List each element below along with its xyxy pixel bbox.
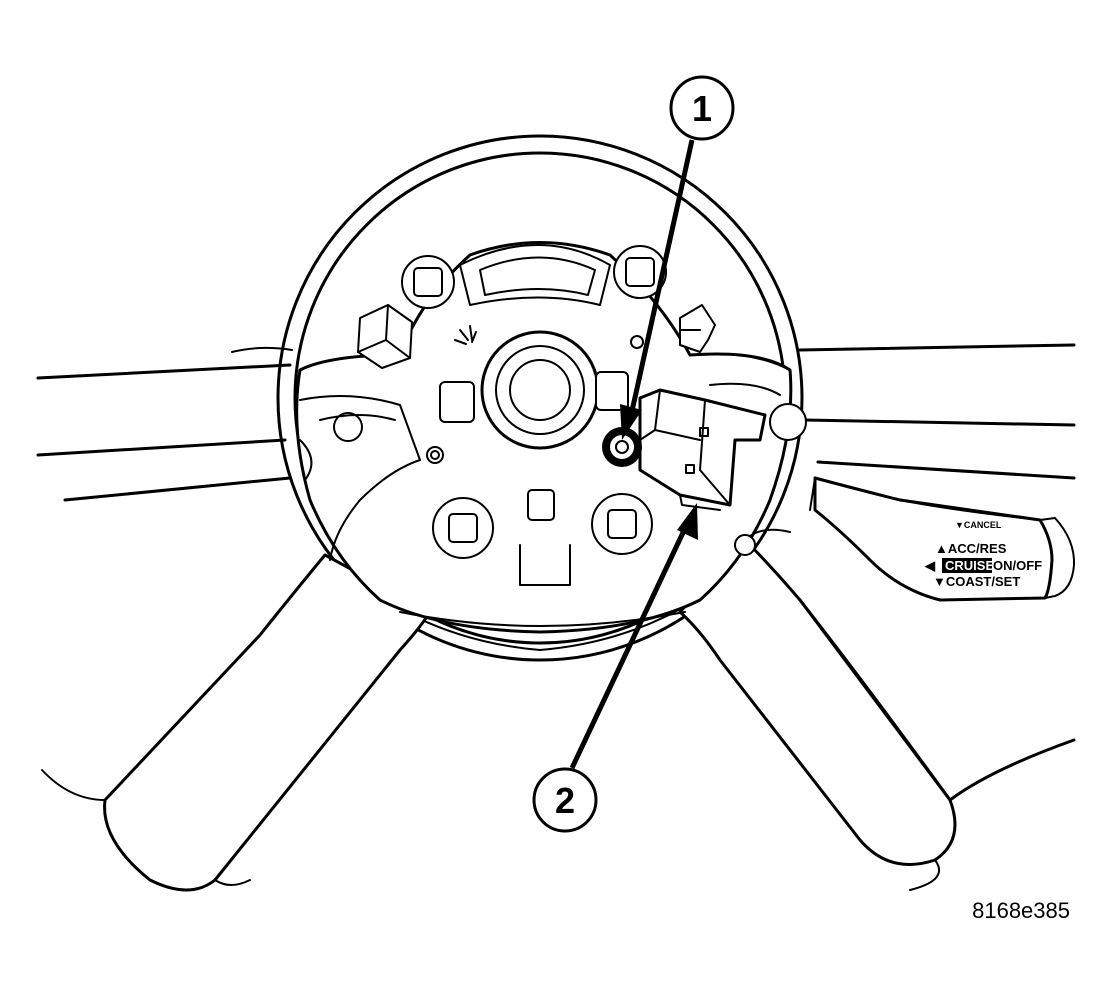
callout-1-label: 1 <box>692 88 712 129</box>
left-arrow-label: ◀ <box>924 558 936 573</box>
center-hub <box>480 330 600 450</box>
callout-1: 1 <box>669 75 735 141</box>
right-side-knob <box>769 403 807 441</box>
cruise-control-lever <box>734 476 1076 602</box>
coast-set-label: ▼COAST/SET <box>933 574 1020 589</box>
lower-left-spoke <box>41 553 432 892</box>
lever-labels: ▼CANCEL ▲ACC/RES ◀ CRUISE ON/OFF ▼COAST/… <box>924 520 1042 589</box>
leader-arrow-2 <box>569 503 698 770</box>
leader-arrow-1 <box>620 139 695 440</box>
acc-res-label: ▲ACC/RES <box>935 541 1007 556</box>
left-arm <box>36 346 293 502</box>
mounting-bosses <box>333 245 667 559</box>
callout-2: 2 <box>532 767 598 833</box>
cancel-label: ▼CANCEL <box>955 520 1002 530</box>
right-arm <box>798 343 1076 480</box>
lower-right-spoke <box>678 538 1076 891</box>
upper-left-bracket <box>357 304 477 369</box>
callout-2-label: 2 <box>555 780 575 821</box>
figure-id: 8168e385 <box>972 898 1070 923</box>
cruise-label: CRUISE <box>945 558 994 573</box>
upper-right-bracket <box>679 304 716 353</box>
speed-control-switch <box>638 388 767 511</box>
on-off-label: ON/OFF <box>993 558 1042 573</box>
screw <box>602 427 642 467</box>
